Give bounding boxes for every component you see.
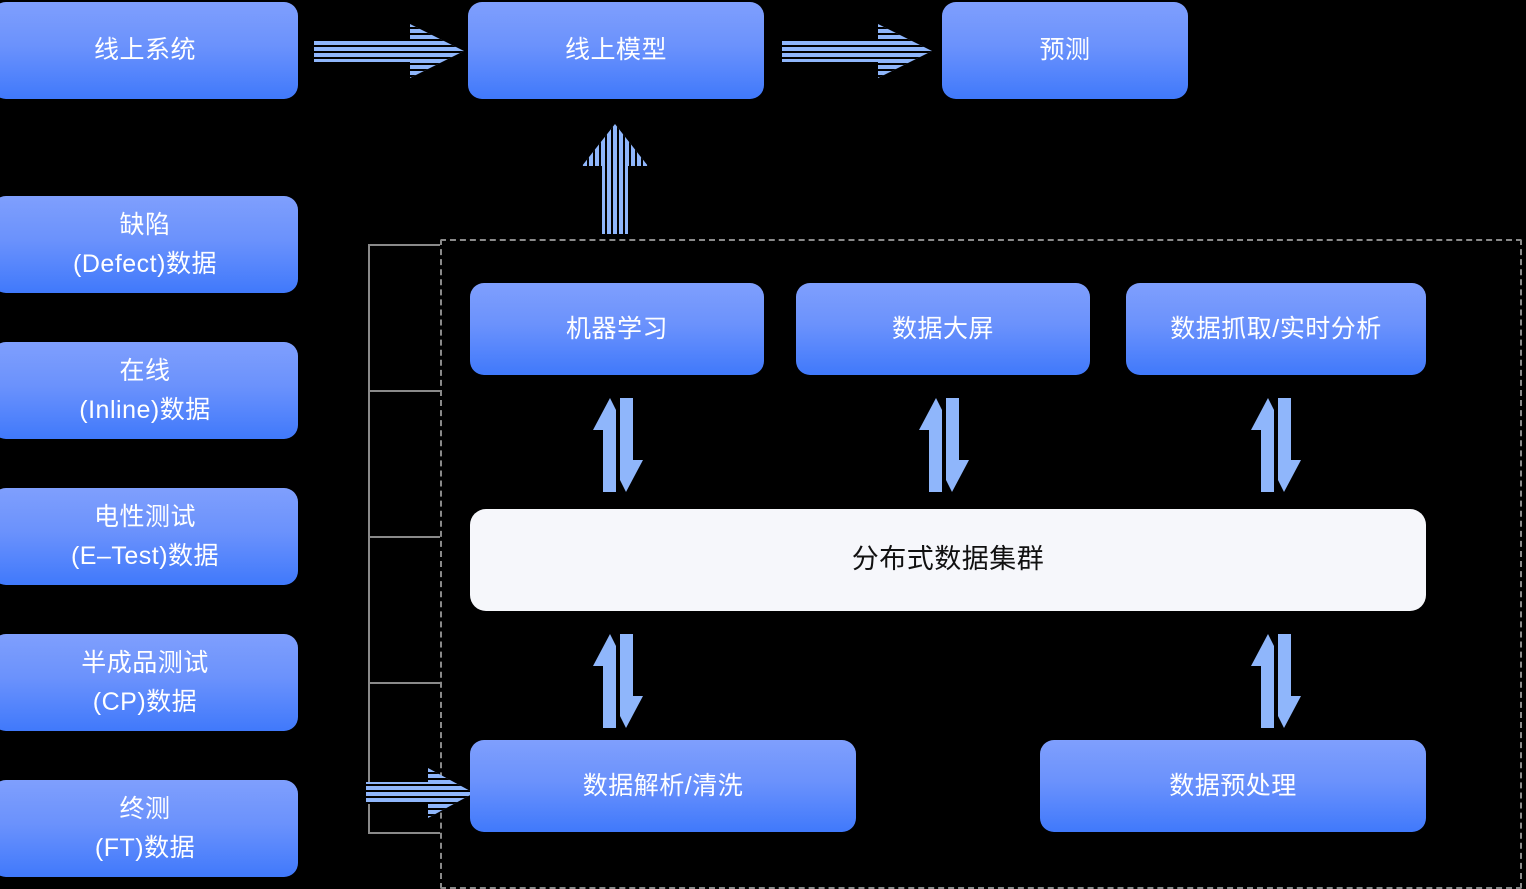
bidir-realtime-cluster [1250, 398, 1302, 492]
source-box-defect-line1: 缺陷 [119, 210, 171, 239]
source-box-defect-line2: (Defect)数据 [73, 249, 217, 278]
arrow-platform-to-model [578, 124, 652, 234]
source-box-cp-line2: (CP)数据 [92, 687, 198, 716]
source-box-inline[interactable]: 在线 (Inline)数据 [0, 342, 298, 439]
source-box-etest-line1: 电性测试 [93, 502, 196, 531]
platform-proc-parsing-cleaning-label: 数据解析/清洗 [582, 771, 744, 800]
node-prediction[interactable]: 预测 [942, 2, 1188, 99]
node-online-model-label: 线上模型 [564, 36, 667, 65]
platform-app-dashboard-label: 数据大屏 [891, 314, 994, 343]
node-online-model[interactable]: 线上模型 [468, 2, 764, 99]
bidir-ml-cluster [592, 398, 644, 492]
bracket-stub-inline [368, 390, 440, 392]
bracket-stub-cp [368, 682, 440, 684]
node-prediction-label: 预测 [1039, 36, 1091, 65]
bracket-stub-ft [368, 832, 440, 834]
platform-proc-preprocessing-label: 数据预处理 [1169, 771, 1297, 800]
platform-proc-parsing-cleaning[interactable]: 数据解析/清洗 [470, 740, 856, 832]
source-box-inline-line1: 在线 [119, 356, 171, 385]
source-box-inline-line2: (Inline)数据 [79, 395, 211, 424]
bracket-stub-defect [368, 244, 440, 246]
bracket-trunk [368, 244, 370, 834]
bracket-stub-etest [368, 536, 440, 538]
source-box-etest[interactable]: 电性测试 (E–Test)数据 [0, 488, 298, 585]
bidir-cluster-parsing [592, 634, 644, 728]
source-box-cp-line1: 半成品测试 [81, 648, 209, 677]
platform-app-realtime-analysis[interactable]: 数据抓取/实时分析 [1126, 283, 1426, 375]
distributed-data-cluster[interactable]: 分布式数据集群 [470, 509, 1426, 611]
source-box-etest-line2: (E–Test)数据 [70, 541, 220, 570]
source-box-ft-line1: 终测 [119, 794, 171, 823]
source-box-defect[interactable]: 缺陷 (Defect)数据 [0, 196, 298, 293]
arrow-model-to-prediction [782, 18, 932, 84]
distributed-data-cluster-label: 分布式数据集群 [851, 544, 1045, 575]
bidir-dashboard-cluster [918, 398, 970, 492]
platform-app-dashboard[interactable]: 数据大屏 [796, 283, 1090, 375]
source-box-cp[interactable]: 半成品测试 (CP)数据 [0, 634, 298, 731]
node-online-system[interactable]: 线上系统 [0, 2, 298, 99]
platform-app-machine-learning-label: 机器学习 [565, 314, 668, 343]
bidir-cluster-preprocess [1250, 634, 1302, 728]
arrow-system-to-model [314, 18, 464, 84]
source-bracket [368, 244, 440, 834]
node-online-system-label: 线上系统 [93, 36, 196, 65]
platform-app-realtime-analysis-label: 数据抓取/实时分析 [1170, 314, 1382, 343]
platform-proc-preprocessing[interactable]: 数据预处理 [1040, 740, 1426, 832]
source-box-ft[interactable]: 终测 (FT)数据 [0, 780, 298, 877]
platform-app-machine-learning[interactable]: 机器学习 [470, 283, 764, 375]
source-box-ft-line2: (FT)数据 [94, 833, 196, 862]
arrow-sources-to-platform [366, 764, 474, 822]
